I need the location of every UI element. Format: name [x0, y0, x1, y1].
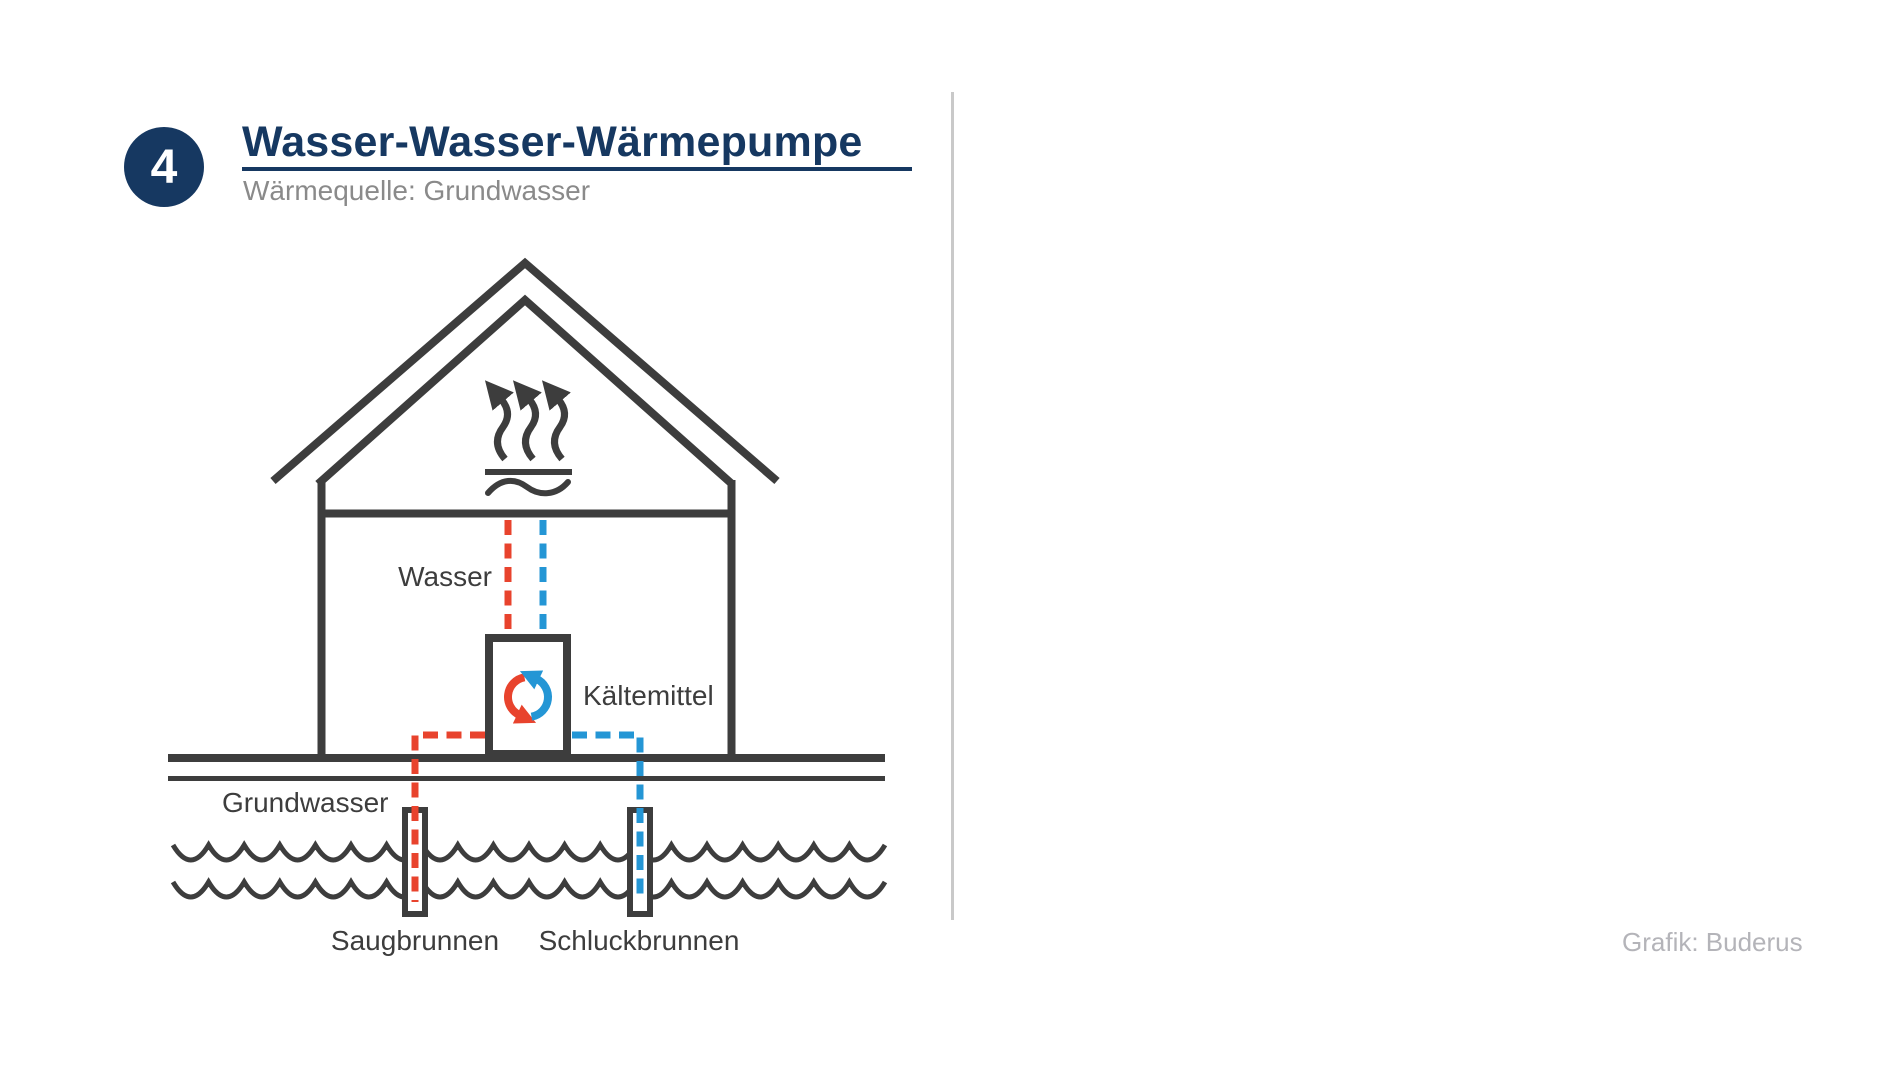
label-water: Wasser — [398, 561, 492, 592]
heat-pump-unit — [485, 634, 571, 758]
radiator-wave — [485, 477, 571, 497]
step-number: 4 — [150, 140, 178, 194]
step-number-badge: 4 — [124, 127, 204, 207]
refrigerant-cycle-warm-arc — [504, 673, 537, 724]
title-underline — [242, 167, 912, 171]
house-inner-roof — [315, 294, 735, 487]
refrigerant-cycle-cold-arc — [519, 670, 552, 721]
heat-arrow — [512, 380, 542, 462]
label-injection-well: Schluckbrunnen — [539, 925, 740, 956]
graphic-credit: Grafik: Buderus — [1622, 927, 1803, 957]
vertical-divider — [951, 92, 954, 920]
groundwater-wave-row-1 — [170, 840, 888, 863]
page-title: Wasser-Wasser-Wärmepumpe — [242, 118, 863, 166]
label-refrigerant: Kältemittel — [583, 680, 714, 711]
house-outer-roof — [270, 257, 780, 485]
label-groundwater: Grundwasser — [222, 787, 389, 818]
page-subtitle: Wärmequelle: Grundwasser — [243, 175, 591, 206]
refrigerant-cycle-icon — [504, 670, 552, 724]
label-suction-well: Saugbrunnen — [331, 925, 499, 956]
heat-arrow — [484, 380, 514, 462]
heat-arrows — [484, 380, 571, 462]
heat-arrow — [541, 380, 571, 462]
groundwater-wave-row-2 — [170, 877, 888, 900]
groundwater-return-line — [572, 731, 644, 902]
